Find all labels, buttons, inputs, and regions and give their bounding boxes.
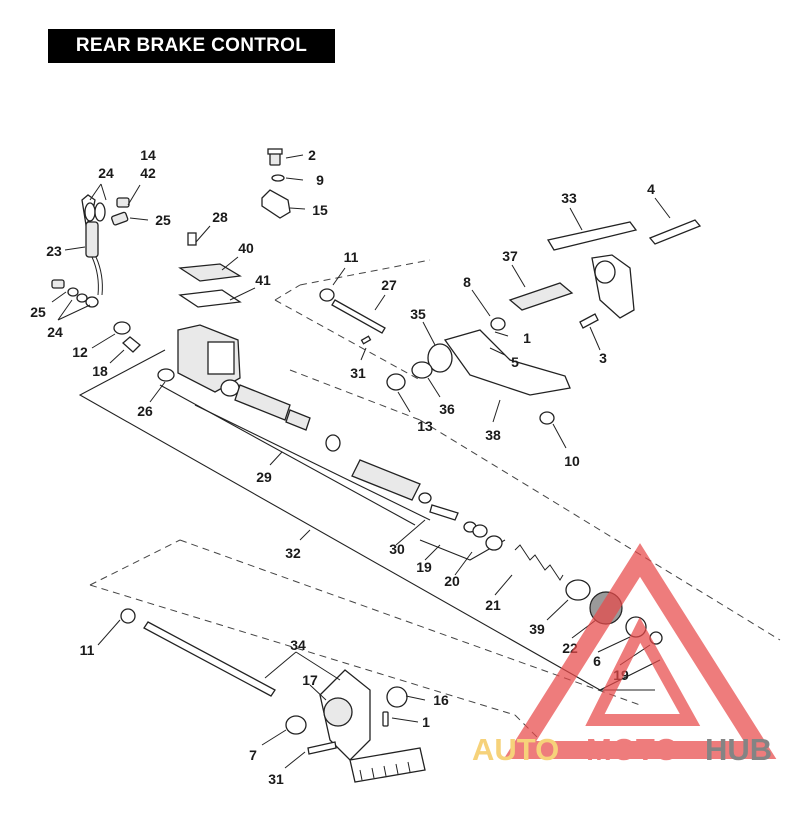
- callout-15: 15: [312, 202, 328, 218]
- brake-pedal-assembly: [386, 219, 702, 425]
- callout-41: 41: [255, 272, 271, 288]
- callout-19-mid: 19: [416, 559, 432, 575]
- lower-lever-assembly: [120, 608, 426, 783]
- callout-labels: 2 9 15 14 42 24 25 23 25 24 12 18 28 40 …: [30, 147, 655, 787]
- callout-1-low: 1: [422, 714, 430, 730]
- watermark-inner-triangle-icon: [585, 617, 701, 726]
- callout-29: 29: [256, 469, 272, 485]
- callout-11-top: 11: [344, 249, 359, 265]
- callout-20: 20: [444, 573, 460, 589]
- callout-1-top: 1: [523, 330, 531, 346]
- callout-11-low: 11: [80, 642, 95, 658]
- rod-27: [319, 288, 386, 345]
- group-brackets: [78, 349, 661, 691]
- watermark-moto: MOTO: [586, 732, 678, 767]
- callout-31-low: 31: [268, 771, 284, 787]
- callout-32: 32: [285, 545, 301, 561]
- diagram-title: REAR BRAKE CONTROL: [48, 29, 335, 63]
- callout-27: 27: [381, 277, 397, 293]
- watermark-logo: AUTO MOTO HUB: [472, 543, 777, 767]
- callout-6: 6: [593, 653, 601, 669]
- watermark-hub: HUB: [705, 732, 772, 767]
- master-cylinder: [113, 232, 242, 393]
- callout-10: 10: [564, 453, 580, 469]
- callout-4: 4: [647, 181, 655, 197]
- callout-26: 26: [137, 403, 153, 419]
- callout-13: 13: [417, 418, 433, 434]
- callout-3: 3: [599, 350, 607, 366]
- callout-23: 23: [46, 243, 62, 259]
- callout-36: 36: [439, 401, 455, 417]
- leader-lines: [51, 154, 671, 769]
- callout-40: 40: [238, 240, 254, 256]
- watermark-triangle-icon: [503, 543, 777, 759]
- callout-18: 18: [92, 363, 108, 379]
- callout-21: 21: [485, 597, 501, 613]
- callout-24-top: 24: [98, 165, 114, 181]
- watermark-auto: AUTO: [472, 732, 559, 767]
- callout-12: 12: [72, 344, 88, 360]
- callout-31-top: 31: [350, 365, 366, 381]
- callout-34: 34: [290, 637, 306, 653]
- callout-8: 8: [463, 274, 471, 290]
- callout-7: 7: [249, 747, 257, 763]
- callout-25-top: 25: [155, 212, 171, 228]
- callout-25-left: 25: [30, 304, 46, 320]
- callout-39: 39: [529, 621, 545, 637]
- callout-17: 17: [302, 672, 318, 688]
- callout-2: 2: [308, 147, 316, 163]
- callout-30: 30: [389, 541, 405, 557]
- clip-assembly: [261, 148, 291, 219]
- callout-33: 33: [561, 190, 577, 206]
- piston-components: [220, 379, 663, 645]
- callout-38: 38: [485, 427, 501, 443]
- brake-hose-assembly: [51, 194, 130, 308]
- callout-16: 16: [433, 692, 449, 708]
- callout-35: 35: [410, 306, 426, 322]
- callout-37: 37: [502, 248, 518, 264]
- callout-5: 5: [511, 354, 519, 370]
- callout-9: 9: [316, 172, 324, 188]
- callout-14: 14: [140, 147, 156, 163]
- callout-24-left: 24: [47, 324, 63, 340]
- callout-28: 28: [212, 209, 228, 225]
- callout-42: 42: [140, 165, 156, 181]
